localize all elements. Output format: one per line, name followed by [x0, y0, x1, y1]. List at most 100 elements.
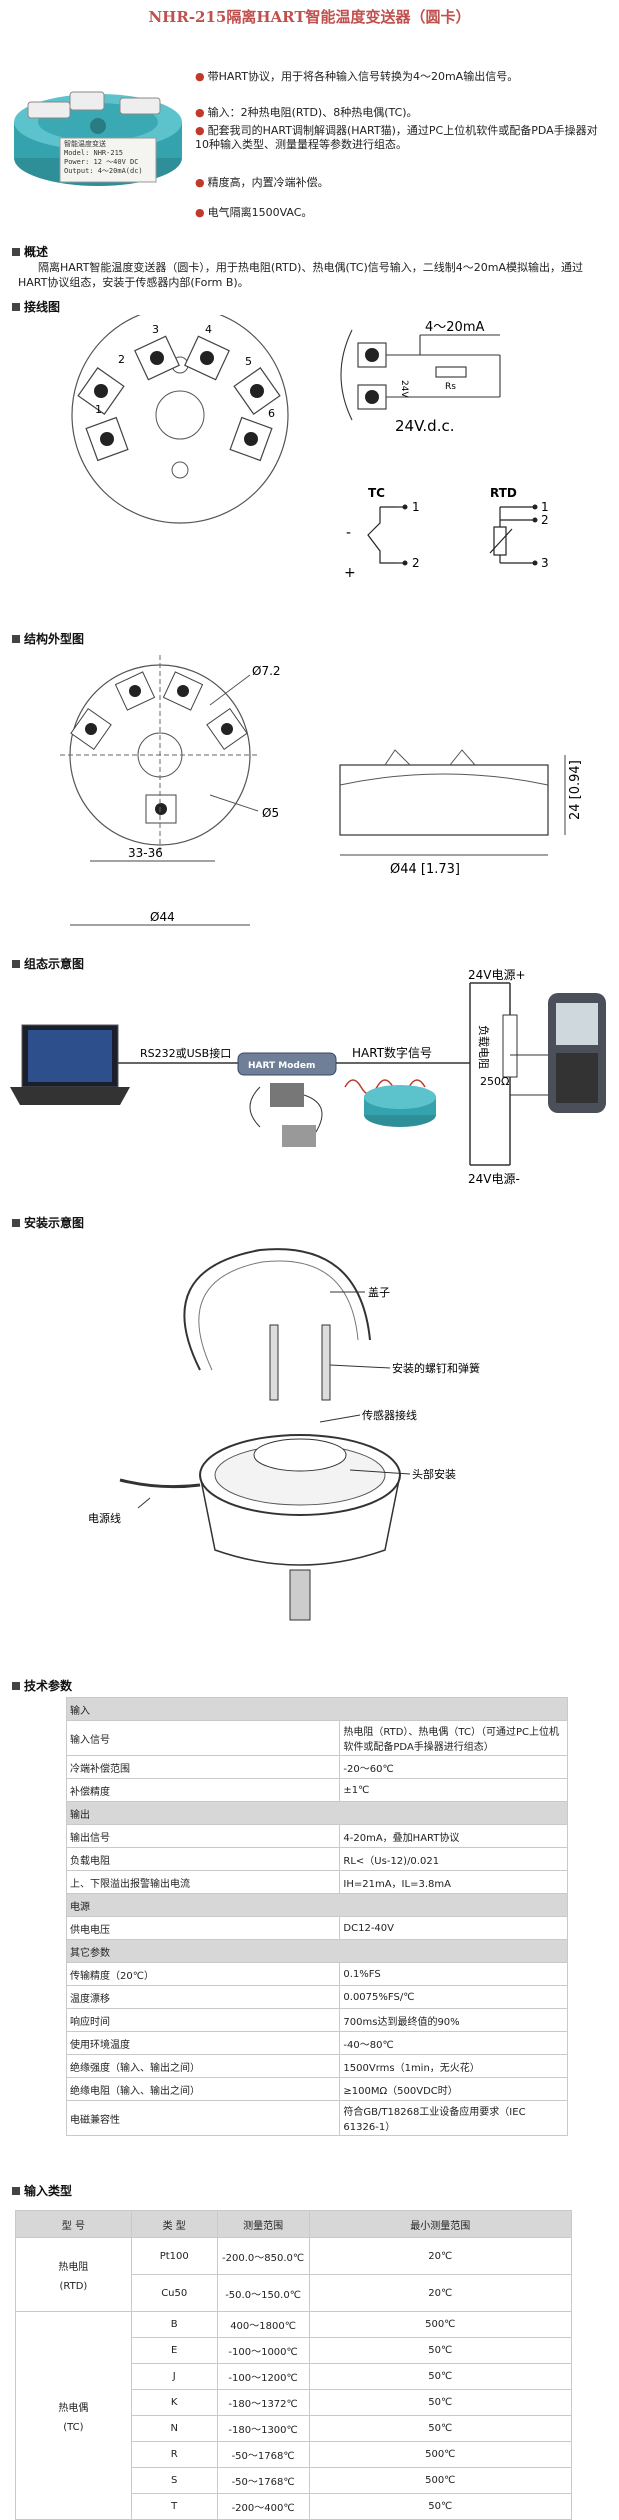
product-image: 智能温度变送 Model: NHR-215 Power: 12 ～40V DC …: [8, 62, 188, 192]
spec-name: 温度漂移: [65, 1985, 341, 2009]
spec-value: -40～80℃: [339, 2031, 568, 2055]
system-diagram: 24V电源+ 24V电源- RS232或USB接口 HART数字信号 HART …: [0, 965, 619, 1205]
input-min-range: 20℃: [308, 2274, 573, 2312]
modem-label: HART Modem: [248, 1061, 315, 1071]
input-min-range: 500℃: [308, 2441, 573, 2468]
input-type-group: 热电阻(RTD): [15, 2237, 132, 2312]
dim-span: 33-36: [128, 846, 163, 860]
spec-value: DC12-40V: [339, 1916, 568, 1940]
rtd-terminal-1: 1: [541, 500, 549, 514]
rs232-label: RS232或USB接口: [140, 1047, 231, 1060]
input-range: -100～1200℃: [216, 2363, 310, 2390]
spec-name: 负载电阻: [65, 1847, 341, 1871]
section-wiring: 接线图: [12, 298, 60, 315]
feature-item: ●配套我司的HART调制解调器(HART猫)，通过PC上位机软件或配备PDA手操…: [195, 124, 598, 151]
input-min-range: 500℃: [308, 2311, 573, 2338]
terminal-label: 1: [95, 403, 102, 416]
load-label: 负载电阻: [477, 1025, 491, 1069]
input-type-code: B: [130, 2311, 218, 2338]
hart-signal-label: HART数字信号: [352, 1045, 432, 1060]
input-type-code: Pt100: [130, 2237, 218, 2275]
install-cover-label: 盖子: [368, 1285, 390, 1299]
spec-value: 1500Vrms（1min，无火花）: [339, 2054, 568, 2078]
input-type-code: K: [130, 2389, 218, 2416]
spec-name: 供电电压: [65, 1916, 341, 1940]
input-type-code: N: [130, 2415, 218, 2442]
spec-name: 补偿精度: [65, 1778, 341, 1802]
wiring-diagram: 3 4 2 5 1 6 4～20mA Rs 24V.d.c. 24V TC: [0, 306, 619, 625]
input-type-code: E: [130, 2337, 218, 2364]
col-header: 类 型: [130, 2210, 218, 2238]
input-type-group: 热电偶 (TC): [15, 2311, 132, 2520]
spec-name: 输出信号: [65, 1824, 341, 1848]
input-type-code: T: [130, 2493, 218, 2520]
input-min-range: 20℃: [308, 2237, 573, 2275]
install-sensor-label: 传感器接线: [362, 1408, 417, 1422]
dim-d44-side: Ø44 [1.73]: [390, 862, 460, 877]
product-label-4: Output: 4～20mA(dc): [64, 167, 143, 175]
section-overview: 概述: [12, 243, 48, 260]
dim-d72: Ø7.2: [252, 664, 281, 678]
tc-plus: +: [344, 565, 356, 581]
input-type-table: 型 号 类 型 测量范围 最小测量范围 热电阻(RTD)Pt100-200.0～…: [15, 2210, 573, 2520]
rtd-label: RTD: [490, 486, 517, 500]
input-type-group-code: (TC): [63, 2421, 84, 2433]
spec-group-row: 输入: [66, 1697, 568, 1721]
section-system: 组态示意图: [12, 955, 84, 972]
ohm-label: 250Ω: [480, 1075, 509, 1088]
dim-d44: Ø44: [150, 910, 175, 924]
spec-row: 绝缘电阻（输入、输出之间）≥100MΩ（500VDC时）: [65, 2077, 568, 2101]
spec-value: 0.1%FS: [339, 1962, 568, 1986]
spec-group-label: 输入: [66, 1697, 568, 1721]
input-type-group-name: 热电偶: [58, 2402, 89, 2414]
dim-h24: 24 [0.94]: [568, 760, 583, 820]
rtd-terminal-2: 2: [541, 513, 549, 527]
input-type-group-name: 热电阻: [58, 2261, 89, 2273]
tc-terminal-1: 1: [412, 500, 420, 514]
input-range: -180～1300℃: [216, 2415, 310, 2442]
install-screw-label: 安装的螺钉和弹簧: [392, 1361, 480, 1375]
input-type-code: J: [130, 2363, 218, 2390]
col-header: 型 号: [15, 2210, 132, 2238]
spec-table: 输入输入信号热电阻（RTD）、热电偶（TC）（可通过PC上位机软件或配备PDA手…: [65, 1697, 568, 2136]
spec-group-row: 电源: [66, 1893, 568, 1917]
product-label-3: Power: 12 ～40V DC: [64, 158, 139, 166]
v24-label: 24V: [399, 380, 409, 398]
input-min-range: 50℃: [308, 2493, 573, 2520]
section-input-types: 输入类型: [12, 2182, 72, 2199]
spec-name: 输入信号: [65, 1720, 341, 1756]
tc-label: TC: [368, 486, 385, 500]
terminal-label: 5: [245, 355, 252, 368]
spec-name: 电磁兼容性: [65, 2100, 341, 2136]
spec-row: 电磁兼容性符合GB/T18268工业设备应用要求（IEC 61326-1）: [65, 2100, 568, 2136]
product-label-2: Model: NHR-215: [64, 149, 124, 157]
v-plus-label: 24V电源+: [468, 968, 526, 982]
spec-row: 补偿精度±1℃: [65, 1778, 568, 1802]
spec-group-label: 输出: [66, 1801, 568, 1825]
feature-item: ●电气隔离1500VAC。: [195, 206, 313, 219]
current-label: 4～20mA: [425, 320, 484, 335]
section-install: 安装示意图: [12, 1214, 84, 1231]
spec-value: RL<（Us-12)/0.021: [339, 1847, 568, 1871]
spec-group-label: 其它参数: [66, 1939, 568, 1963]
feature-item: ●输入：2种热电阻(RTD)、8种热电偶(TC)。: [195, 106, 418, 119]
spec-name: 冷端补偿范围: [65, 1755, 341, 1779]
dim-d5: Ø5: [262, 806, 279, 820]
section-specs: 技术参数: [12, 1677, 72, 1694]
feature-item: ●带HART协议，用于将各种输入信号转换为4～20mA输出信号。: [195, 70, 519, 83]
spec-value: ≥100MΩ（500VDC时）: [339, 2077, 568, 2101]
input-min-range: 50℃: [308, 2337, 573, 2364]
rs-label: Rs: [445, 382, 456, 392]
input-min-range: 50℃: [308, 2363, 573, 2390]
spec-group-row: 其它参数: [66, 1939, 568, 1963]
spec-value: ±1℃: [339, 1778, 568, 1802]
spec-name: 绝缘电阻（输入、输出之间）: [65, 2077, 341, 2101]
spec-value: 0.0075%FS/℃: [339, 1985, 568, 2009]
